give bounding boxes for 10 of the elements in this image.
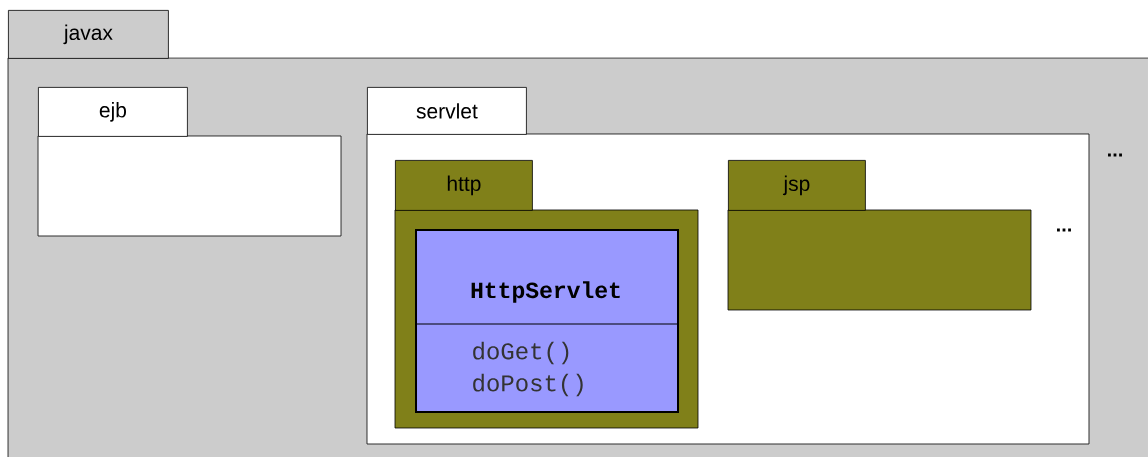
node-label: jsp <box>782 175 810 196</box>
node-label: http <box>447 175 481 196</box>
class-box: HttpServlet doGet() doPost() <box>414 229 679 413</box>
node-label: javax <box>63 24 113 45</box>
node-label: servlet <box>416 103 478 119</box>
ellipsis-mark: ... <box>1108 153 1122 157</box>
package-box: jsp <box>727 160 1032 311</box>
ellipsis-mark: ... <box>1057 228 1071 232</box>
package-box: ejb <box>37 87 342 237</box>
node-label: ejb <box>99 102 127 122</box>
